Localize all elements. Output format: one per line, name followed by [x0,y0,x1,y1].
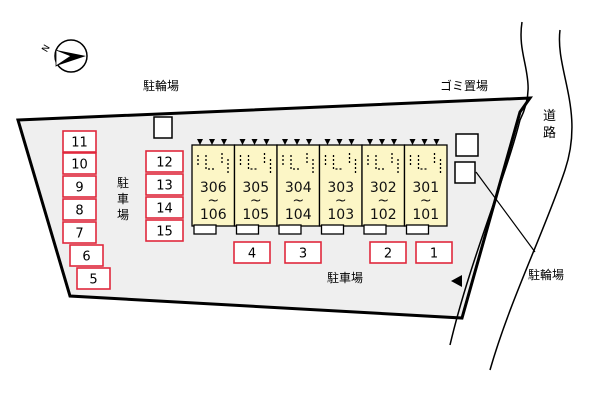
parking-space: 4 [233,241,271,264]
parking-space: 14 [145,196,184,219]
garbage-area-label: ゴミ置場 [440,78,488,93]
parking-spaces-bottom: 4 3 2 1 [233,241,453,264]
north-arrow-icon [54,39,88,73]
unit-range-tilde: ~ [420,193,432,209]
parking-space-number: 13 [156,179,173,194]
building-unit: 305~105 [233,139,278,235]
parking-space-number: 3 [299,247,307,262]
building-unit: 303~103 [318,139,363,235]
wheel-stop [320,224,345,235]
parking-space-number: 4 [248,247,256,262]
bicycle-parking-top-label: 駐輪場 [143,78,179,93]
unit-upper-number: 306 [200,180,227,196]
unit-range-tilde: ~ [335,193,347,209]
parking-space: 5 [76,267,111,290]
road-label: 道 路 [543,109,560,141]
unit-lower-number: 105 [242,207,269,223]
unit-lower-number: 103 [327,207,354,223]
parking-space-number: 1 [430,247,438,262]
parking-space: 6 [69,244,104,267]
building-unit: 302~102 [361,139,406,235]
parking-space-number: 15 [156,225,173,240]
building-unit: 306~106 [191,139,236,235]
parking-space: 8 [62,198,97,221]
wheel-stop [405,224,430,235]
road-edge-left [449,21,529,346]
parking-space-number: 10 [71,158,88,173]
parking-space-number: 5 [89,273,97,288]
garbage-area-box [455,133,479,157]
parking-space: 11 [62,130,97,153]
unit-upper-number: 305 [242,180,269,196]
bicycle-parking-right-label: 駐輪場 [528,267,564,282]
parking-space-number: 11 [71,136,88,151]
unit-upper-number: 304 [285,180,312,196]
wheel-stop [235,224,260,235]
parking-space: 1 [415,241,453,264]
apartment-building: 306~106305~105304~104303~103302~102301~1… [191,139,448,235]
parking-space: 2 [369,241,407,264]
parking-space: 10 [62,152,97,175]
wheel-stop [193,224,217,235]
parking-bottom-label: 駐車場 [327,270,363,285]
unit-upper-number: 301 [412,180,439,196]
parking-space: 7 [62,221,97,244]
unit-range-tilde: ~ [250,193,262,209]
parking-space: 9 [62,175,97,198]
unit-range-tilde: ~ [207,193,219,209]
parking-spaces-left: 11 10 9 8 7 6 5 [62,130,111,290]
road-edge-right [489,29,573,371]
unit-range-tilde: ~ [292,193,304,209]
unit-lower-number: 102 [370,207,397,223]
parking-space-number: 6 [82,250,90,265]
building-unit: 304~104 [276,139,321,235]
parking-left-label: 駐 車 場 [117,175,133,222]
parking-space: 3 [284,241,322,264]
building-unit: 301~101 [403,139,448,235]
unit-range-tilde: ~ [377,193,389,209]
parking-space-number: 14 [156,202,173,217]
entrance-arrow-icon [451,275,462,287]
parking-space: 15 [145,219,184,242]
parking-space-number: 9 [75,181,83,196]
parking-space-number: 8 [75,204,83,219]
bicycle-parking-top-box [153,116,173,139]
north-label: N [41,43,53,54]
bicycle-parking-right-box [454,161,476,184]
parking-space-number: 12 [156,156,173,171]
unit-lower-number: 106 [200,207,227,223]
unit-upper-number: 302 [370,180,397,196]
wheel-stop [278,224,302,235]
wheel-stop [363,224,387,235]
parking-space-number: 2 [384,247,392,262]
unit-lower-number: 101 [412,207,439,223]
unit-lower-number: 104 [285,207,312,223]
parking-spaces-middle: 12 13 14 15 [145,150,184,242]
parking-space-number: 7 [75,227,83,242]
bicycle-parking-leader-line [475,171,536,253]
parking-space: 12 [145,150,184,173]
unit-upper-number: 303 [327,180,354,196]
parking-space: 13 [145,173,184,196]
